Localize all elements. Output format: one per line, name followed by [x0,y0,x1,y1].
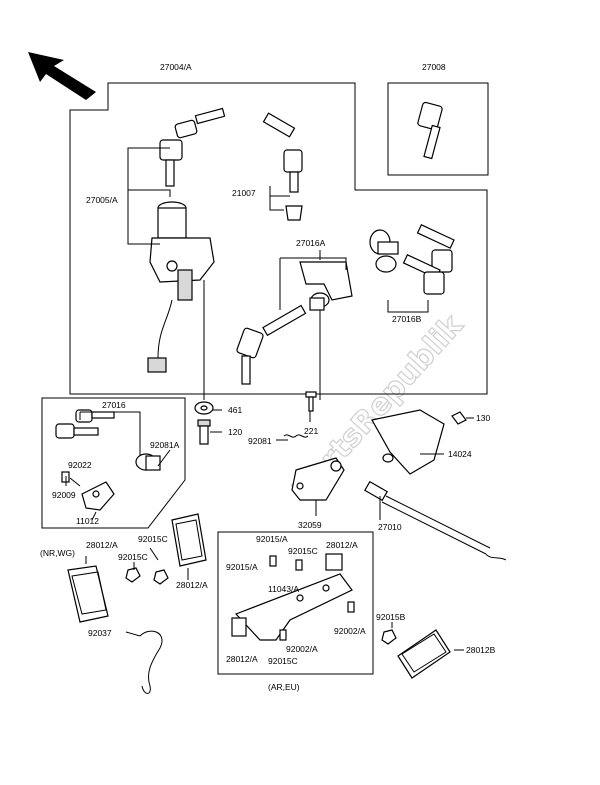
label-92015A-2: 92015/A [226,562,258,572]
main-group-frame [69,82,488,395]
reflector-rear [397,629,451,679]
label-92015A-1: 92015/A [256,534,288,544]
reflector-bracket-frame [217,531,374,675]
helmet-lock-cable [364,480,507,561]
label-27008: 27008 [422,62,446,72]
label-92081: 92081 [248,436,272,446]
label-92037: 92037 [88,628,112,638]
label-92015C-4: 92015C [268,656,298,666]
seat-lock-key-icon [236,304,307,385]
label-92002A-2: 92002/A [286,644,318,654]
lock-plate-11012 [81,481,115,511]
washer-461 [194,401,214,415]
label-28012B: 28012B [466,645,496,655]
screw-221 [305,391,317,412]
label-27005A: 27005/A [86,195,118,205]
part-labels: 27004/A 27008 27005/A 21007 27016A 27016… [40,62,496,692]
lock-set-keys-icon [55,409,115,439]
ignition-switch [147,201,215,373]
lock-cylinder-27016 [135,453,161,471]
label-14024: 14024 [448,449,472,459]
label-92015C-2: 92015C [118,552,148,562]
label-92002A-1: 92002/A [334,626,366,636]
label-ar-eu: (AR,EU) [268,682,300,692]
reflector-left [67,565,109,623]
label-92081A: 92081A [150,440,180,450]
spring-92081 [283,434,309,438]
label-28012A-3: 28012/A [326,540,358,550]
bracket-32059 [291,457,345,501]
seat-lock [299,261,353,400]
label-461: 461 [228,405,242,415]
wire-clip-92037 [139,630,163,694]
main-key-icon [159,107,226,187]
label-11012: 11012 [76,516,99,526]
reflector-middle [171,513,207,567]
label-221: 221 [304,426,318,436]
label-92015C-1: 92015C [138,534,168,544]
key-blank-frame [387,82,489,176]
label-28012A-2: 28012/A [176,580,208,590]
label-32059: 32059 [298,520,322,530]
label-27016A: 27016A [296,238,326,248]
label-120: 120 [228,427,242,437]
pin-120 [197,419,211,445]
label-27010: 27010 [378,522,402,532]
fuel-cap-key-icon [402,223,455,295]
front-direction-arrow-icon [28,52,96,100]
label-27016B: 27016B [392,314,422,324]
label-nr-wg: (NR,WG) [40,548,75,558]
spare-key-icon [262,112,303,221]
label-27004A: 27004/A [160,62,192,72]
reflector-bracket-11043A [231,553,353,641]
leader-lines [65,147,474,651]
label-28012A-1: 28012/A [86,540,118,550]
nut-92015B [381,629,397,645]
lock-set-frame [41,397,186,529]
label-27016: 27016 [102,400,126,410]
label-92022: 92022 [68,460,92,470]
fuel-cap-lock [369,229,399,273]
label-21007: 21007 [232,188,256,198]
label-92015B: 92015B [376,612,406,622]
key-blank-icon [417,101,443,160]
bolts-92015A [269,555,355,641]
label-130: 130 [476,413,490,423]
nut-92015C [125,567,169,585]
label-11043A: 11043/A [268,584,299,594]
label-92009: 92009 [52,490,76,500]
helmet-lock-cover [371,409,445,475]
label-92015C-3: 92015C [288,546,318,556]
label-28012A-4: 28012/A [226,654,258,664]
